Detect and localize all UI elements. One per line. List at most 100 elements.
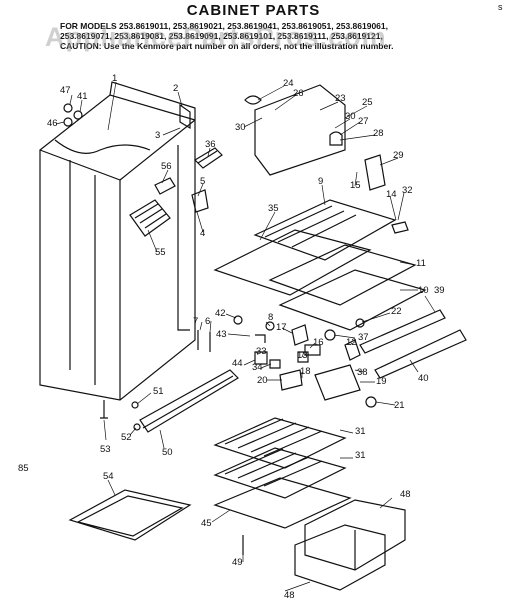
callout-label-52: 52 <box>121 432 132 443</box>
part-9-shelf <box>253 199 397 261</box>
callout-label-49: 49 <box>232 557 243 568</box>
callout-label-17: 17 <box>276 322 287 333</box>
callout-label-43: 43 <box>216 329 227 340</box>
caution-line: CAUTION: Use the Kenmore part number on … <box>60 41 394 51</box>
callout-label-85: 85 <box>18 463 29 474</box>
part-48-crisper-drawer-bottom <box>294 524 386 591</box>
part-5-bracket <box>191 189 209 213</box>
callout-label-4: 4 <box>200 228 205 239</box>
callout-label-53: 53 <box>100 444 111 455</box>
callout-label-7: 7 <box>193 316 198 327</box>
part-23-control-panel <box>254 84 346 176</box>
part-35-glass-shelf <box>213 229 372 296</box>
callout-label-55: 55 <box>155 247 166 258</box>
part-56-vent <box>154 177 176 195</box>
part-8-screw <box>265 321 275 331</box>
part-36-grille <box>194 147 223 169</box>
part-2-hinge <box>179 103 191 130</box>
callout-label-28: 28 <box>373 128 384 139</box>
callout-label-14: 14 <box>386 189 397 200</box>
leader-lines <box>55 81 436 592</box>
part-24-knob <box>244 95 262 105</box>
callout-label-11: 11 <box>416 258 426 269</box>
part-7-6-hinge <box>197 330 211 352</box>
callout-label-5: 5 <box>200 176 205 187</box>
callout-label-45: 45 <box>201 518 212 529</box>
callout-label-44: 44 <box>232 358 243 369</box>
part-46-nut <box>63 117 73 127</box>
part-48-crisper-drawer-top <box>304 499 406 571</box>
part-28-light <box>329 131 343 146</box>
part-17-bracket <box>291 324 309 346</box>
callout-label-30: 30 <box>345 111 356 122</box>
part-10-shelf <box>278 269 427 331</box>
part-32-clip <box>391 221 409 234</box>
part-11-shelf <box>268 244 417 306</box>
callout-label-13: 13 <box>297 350 308 361</box>
part-54-meat-pan <box>68 489 192 541</box>
callout-label-12: 12 <box>346 337 357 348</box>
callout-label-54: 54 <box>103 471 114 482</box>
callout-label-15: 15 <box>350 180 361 191</box>
part-20-housing <box>279 369 303 391</box>
part-13-gear <box>297 351 309 363</box>
callout-label-10: 10 <box>418 285 429 296</box>
callout-label-18: 18 <box>300 366 311 377</box>
models-line-1: FOR MODELS 253.8619011, 253.8619021, 253… <box>60 21 388 31</box>
part-40-rail <box>374 329 467 379</box>
callout-label-39: 39 <box>434 285 445 296</box>
callout-label-42: 42 <box>215 308 226 319</box>
callout-label-35: 35 <box>268 203 279 214</box>
callout-label-27: 27 <box>358 116 369 127</box>
callout-label-50: 50 <box>162 447 173 458</box>
callout-label-3: 3 <box>155 130 160 141</box>
callout-label-2: 2 <box>173 83 178 94</box>
callout-label-9: 9 <box>318 176 323 187</box>
callout-label-41: 41 <box>77 91 88 102</box>
callout-label-34: 34 <box>252 362 263 373</box>
part-50-grille <box>139 369 239 433</box>
callout-label-48: 48 <box>284 590 295 600</box>
part-47-screw <box>63 103 73 113</box>
callout-label-8: 8 <box>268 312 273 323</box>
page-mark: s <box>498 2 503 12</box>
callout-label-16: 16 <box>313 337 324 348</box>
part-34-cap <box>269 359 281 369</box>
callout-label-56: 56 <box>161 161 172 172</box>
callout-label-33: 33 <box>256 346 267 357</box>
part-12-lever <box>344 339 361 361</box>
cabinet-shell <box>39 81 196 401</box>
callout-label-6: 6 <box>205 316 210 327</box>
page-title: CABINET PARTS <box>186 2 321 19</box>
part-29-switch <box>364 154 386 191</box>
callout-label-1: 1 <box>112 73 117 84</box>
models-line-2: 253.8619071, 253.8619081, 253.8619091, 2… <box>60 31 383 41</box>
callout-label-36: 36 <box>205 139 216 150</box>
part-31-wire-shelf-bottom <box>213 447 347 499</box>
part-43-wire <box>255 334 266 343</box>
callout-label-20: 20 <box>257 375 268 386</box>
callout-label-51: 51 <box>153 386 164 397</box>
part-45-glass-cover <box>213 477 352 529</box>
callout-label-46: 46 <box>47 118 58 129</box>
part-19-housing <box>314 364 361 401</box>
callout-label-38: 38 <box>357 367 368 378</box>
part-31-wire-shelf-top <box>213 417 347 469</box>
callout-label-30: 30 <box>235 122 246 133</box>
callout-label-26: 26 <box>293 88 304 99</box>
part-52-screw <box>133 423 141 431</box>
callout-label-47: 47 <box>60 85 71 96</box>
callout-label-32: 32 <box>402 185 413 196</box>
watermark: AppliancePartsPros.com <box>45 22 387 52</box>
part-39-rail <box>359 309 446 354</box>
callout-label-19: 19 <box>376 376 387 387</box>
callout-label-23: 23 <box>335 93 346 104</box>
part-21-cap <box>365 396 377 408</box>
callout-label-21: 21 <box>394 400 405 411</box>
part-41-washer <box>73 110 83 120</box>
part-53-leveler <box>100 400 108 419</box>
part-37-cap <box>324 329 336 341</box>
callout-label-40: 40 <box>418 373 429 384</box>
part-55-vent <box>129 199 171 237</box>
